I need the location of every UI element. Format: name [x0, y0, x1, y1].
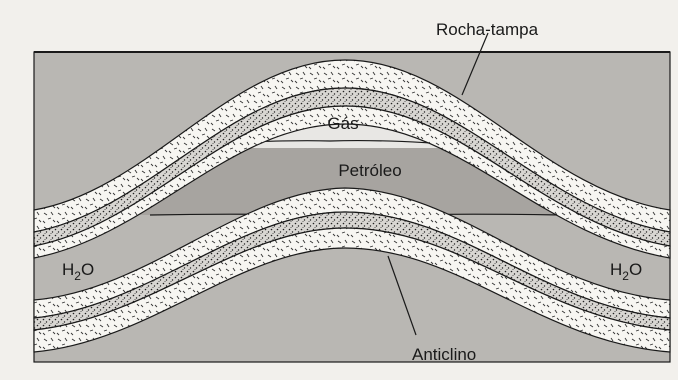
- water-left-o: O: [81, 260, 94, 279]
- water-right-o: O: [629, 260, 642, 279]
- anticline-label: Anticlino: [412, 345, 476, 364]
- oil-label: Petróleo: [338, 161, 401, 180]
- cap-rock-label: Rocha-tampa: [436, 20, 539, 39]
- water-right-h: H: [610, 260, 622, 279]
- gas-label: Gás: [327, 114, 358, 133]
- water-left-h: H: [62, 260, 74, 279]
